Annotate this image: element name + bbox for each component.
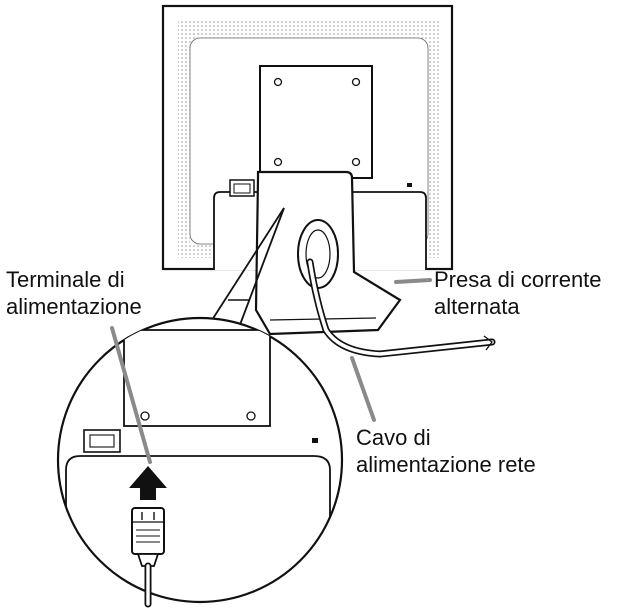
label-terminal-line1: Terminale di bbox=[6, 267, 125, 292]
label-terminal: Terminale di alimentazione bbox=[6, 266, 142, 320]
zoom-detail-circle bbox=[56, 316, 344, 604]
label-cable-line1: Cavo di bbox=[356, 425, 431, 450]
label-socket-line1: Presa di corrente bbox=[434, 267, 602, 292]
leader-terminal bbox=[110, 326, 152, 464]
leader-cable bbox=[350, 356, 376, 422]
label-socket-line2: alternata bbox=[434, 294, 520, 319]
insertion-arrow bbox=[129, 466, 167, 500]
vesa-mount-plate bbox=[259, 65, 373, 179]
label-terminal-line2: alimentazione bbox=[6, 294, 142, 319]
leader-socket bbox=[394, 278, 432, 284]
power-plug bbox=[131, 507, 165, 608]
label-socket: Presa di corrente alternata bbox=[434, 266, 602, 320]
label-cable-line2: alimentazione rete bbox=[356, 452, 536, 477]
zoom-wedge bbox=[211, 207, 285, 331]
power-cable bbox=[306, 258, 496, 358]
leader-lines bbox=[110, 278, 432, 464]
label-cable: Cavo di alimentazione rete bbox=[356, 424, 536, 478]
